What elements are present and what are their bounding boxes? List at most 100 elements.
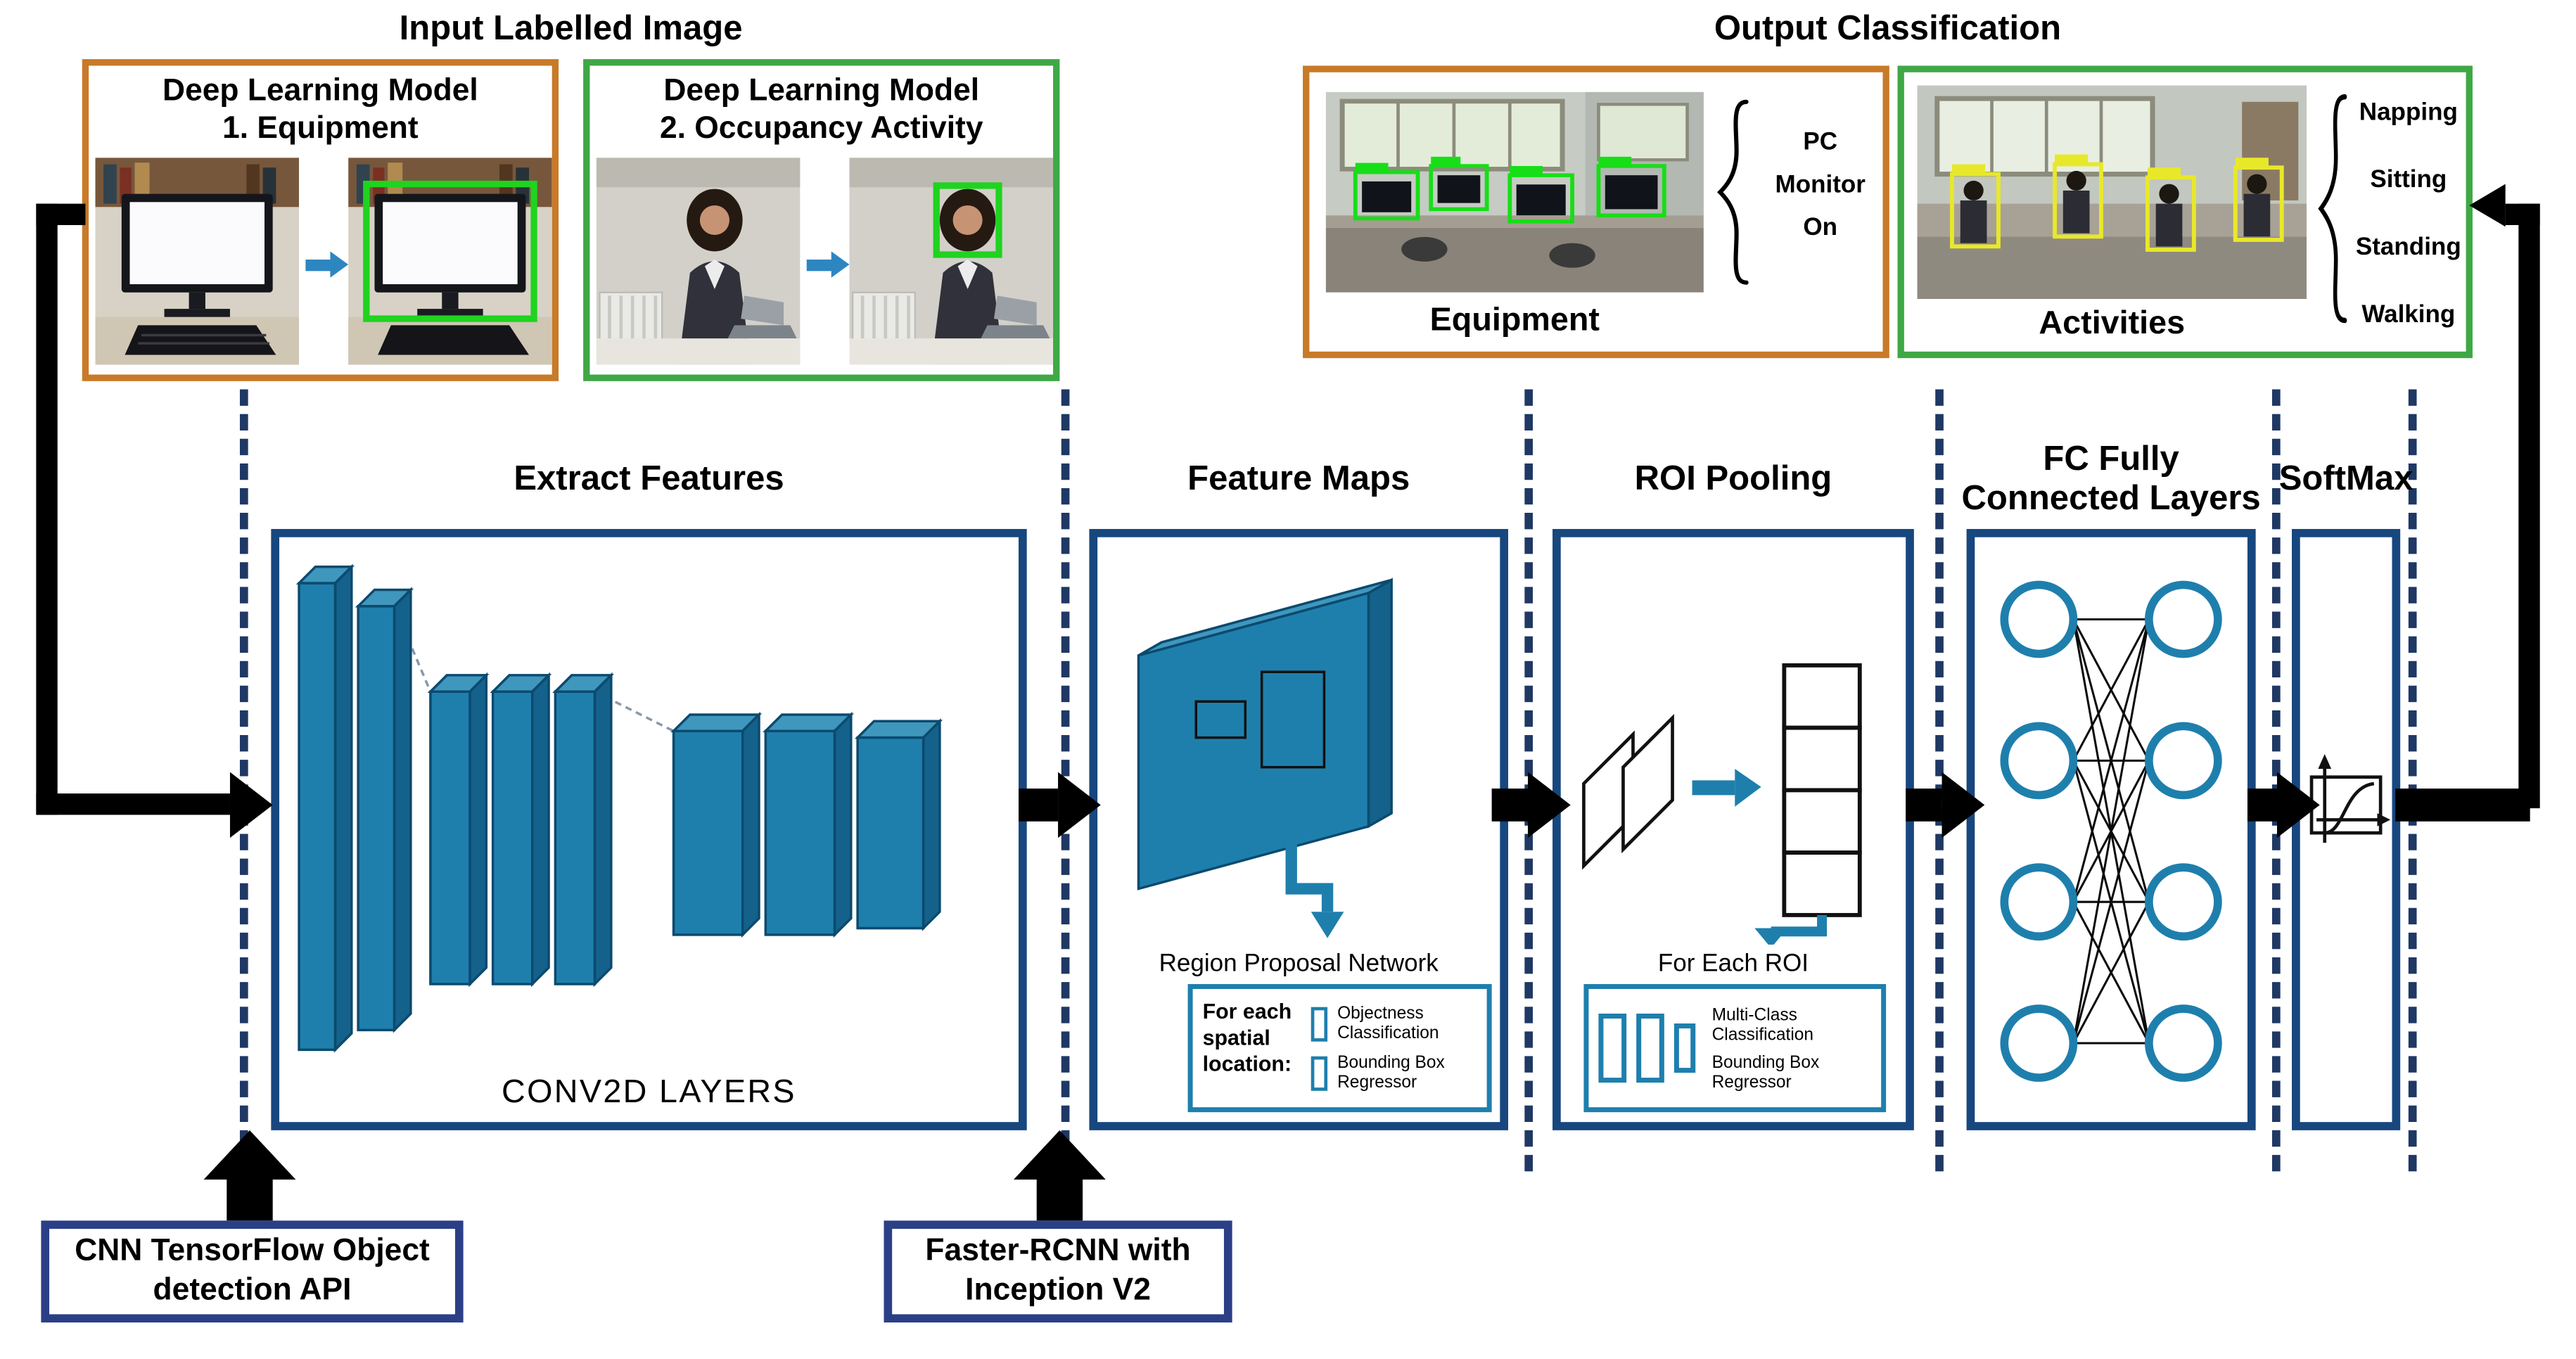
roi-rect-icon bbox=[1598, 1014, 1627, 1083]
occupancy-model-title-line2: 2. Occupancy Activity bbox=[659, 111, 983, 146]
roi-bin-stack bbox=[1782, 663, 1862, 917]
input-flow-line bbox=[36, 203, 58, 815]
fully-connected-graphic bbox=[2000, 580, 2222, 1082]
person-photo-detected bbox=[849, 158, 1054, 365]
bounding-box-green bbox=[363, 180, 537, 322]
cnn-api-line2: detection API bbox=[153, 1273, 352, 1308]
stage-separator-dashed-line bbox=[1935, 389, 1944, 1172]
up-arrow-head bbox=[1014, 1130, 1106, 1180]
roi-rect-icon bbox=[1673, 1023, 1696, 1073]
roi-arrow-head bbox=[1735, 769, 1761, 807]
up-arrow-shaft bbox=[227, 1173, 273, 1224]
for-each-roi-label: For Each ROI bbox=[1657, 949, 1809, 978]
input-equipment-model-box: Deep Learning Model 1. Equipment bbox=[82, 59, 559, 381]
rpn-item-line: Objectness bbox=[1337, 1003, 1424, 1024]
bounding-box-green bbox=[933, 182, 1002, 258]
fc-layers-box bbox=[1966, 529, 2256, 1130]
output-activities-box: Activities Napping Sitting Standing Walk… bbox=[1897, 65, 2473, 359]
anchor-rect-icon bbox=[1311, 1055, 1328, 1090]
flow-arrow-head bbox=[229, 772, 273, 838]
flow-arrow-head bbox=[2277, 772, 2320, 838]
arrow-head-icon bbox=[831, 251, 850, 278]
anchor-rect-icon bbox=[1311, 1006, 1328, 1041]
output-section-title: Output Classification bbox=[1714, 10, 2062, 48]
activities-caption: Activities bbox=[2039, 305, 2186, 342]
input-section-title: Input Labelled Image bbox=[399, 10, 743, 48]
activity-class-line: Walking bbox=[2361, 300, 2456, 329]
roi-pooling-graphic bbox=[1582, 663, 1862, 945]
roi-item-line: Multi-Class bbox=[1711, 1004, 1797, 1025]
roi-elbow-arrow-head bbox=[1754, 928, 1788, 945]
curly-brace-icon bbox=[2318, 94, 2347, 324]
flow-arrow-head bbox=[1058, 772, 1101, 838]
conv2d-layers-label: CONV2D LAYERS bbox=[502, 1074, 796, 1111]
equipment-caption: Equipment bbox=[1429, 302, 1600, 339]
equipment-model-title-line1: Deep Learning Model bbox=[162, 74, 478, 109]
occupancy-model-title-line1: Deep Learning Model bbox=[663, 74, 980, 109]
curly-brace-icon bbox=[1716, 99, 1749, 285]
roi-elbow-arrow bbox=[1771, 914, 1828, 937]
rpn-item-line: Bounding Box bbox=[1337, 1053, 1445, 1073]
fc-title-line1: FC Fully bbox=[2043, 440, 2179, 478]
output-flow-line bbox=[2395, 789, 2530, 822]
roi-item-line: Bounding Box bbox=[1711, 1052, 1820, 1072]
extract-features-title: Extract Features bbox=[514, 459, 784, 498]
neuron-circles bbox=[2000, 580, 2222, 1082]
stage-arrow bbox=[1491, 789, 1529, 822]
input-occupancy-model-box: Deep Learning Model 2. Occupancy Activit… bbox=[583, 59, 1060, 381]
output-equipment-box: Equipment PC Monitor On bbox=[1303, 65, 1889, 359]
roi-item-line: Classification bbox=[1711, 1024, 1814, 1045]
feature-maps-box: Region Proposal Network For each spatial… bbox=[1089, 529, 1508, 1130]
faster-rcnn-line2: Inception V2 bbox=[965, 1273, 1151, 1308]
output-flow-line bbox=[2505, 203, 2540, 225]
rpn-detail-box: For each spatial location: Objectness Cl… bbox=[1187, 983, 1492, 1113]
activity-class-line: Sitting bbox=[2370, 165, 2447, 194]
stage-separator-dashed-line bbox=[2271, 389, 2281, 1172]
roi-detail-box: Multi-Class Classification Bounding Box … bbox=[1583, 983, 1887, 1113]
rpn-left-text: For each spatial location: bbox=[1202, 998, 1292, 1076]
rpn-item-line: Regressor bbox=[1337, 1073, 1417, 1093]
roi-item-line: Regressor bbox=[1711, 1071, 1792, 1092]
arrow-icon bbox=[305, 260, 332, 272]
rpn-item-line: Classification bbox=[1337, 1023, 1439, 1044]
rpn-arrow-head bbox=[1311, 912, 1344, 938]
extract-features-box: CONV2D LAYERS bbox=[271, 529, 1027, 1130]
roi-pooling-title: ROI Pooling bbox=[1634, 459, 1832, 498]
flow-arrow-head bbox=[1528, 772, 1571, 838]
equipment-model-title-line2: 1. Equipment bbox=[222, 111, 419, 146]
conv-layers-graphic bbox=[295, 563, 943, 1053]
equipment-class-line: Monitor bbox=[1775, 170, 1866, 199]
roi-arrow bbox=[1692, 780, 1735, 796]
office-activities-photo bbox=[1917, 85, 2307, 300]
stage-separator-dashed-line bbox=[2408, 389, 2417, 1172]
roi-pooling-box: For Each ROI Multi-Class Classification … bbox=[1552, 529, 1914, 1130]
rpn-arrow bbox=[1285, 843, 1334, 912]
cnn-api-line1: CNN TensorFlow Object bbox=[75, 1233, 430, 1269]
region-proposal-rect bbox=[1194, 700, 1247, 739]
monitor-photo bbox=[95, 158, 300, 365]
feature-map-graphic bbox=[1137, 578, 1393, 938]
region-proposal-rect bbox=[1260, 670, 1326, 769]
flow-arrow-head bbox=[1941, 772, 1985, 838]
detected-monitors bbox=[1353, 156, 1666, 224]
faster-rcnn-note-box: Faster-RCNN with Inception V2 bbox=[884, 1220, 1232, 1323]
stage-arrow bbox=[1019, 789, 1059, 822]
faster-rcnn-line1: Faster-RCNN with bbox=[925, 1233, 1191, 1269]
monitor-photo-detected bbox=[348, 158, 552, 365]
activity-class-line: Napping bbox=[2359, 98, 2458, 127]
up-arrow-shaft bbox=[1036, 1173, 1083, 1224]
equipment-class-line: PC bbox=[1803, 128, 1838, 156]
fc-title-line2: Connected Layers bbox=[1961, 479, 2261, 518]
stage-arrow bbox=[2247, 789, 2278, 822]
cnn-api-note-box: CNN TensorFlow Object detection API bbox=[41, 1220, 464, 1323]
roi-sheet bbox=[1621, 713, 1674, 854]
output-flow-line bbox=[2518, 203, 2540, 809]
up-arrow-head bbox=[203, 1130, 296, 1180]
activity-class-line: Standing bbox=[2355, 233, 2461, 262]
arrow-head-icon bbox=[330, 251, 349, 278]
arrow-icon bbox=[806, 260, 834, 272]
equipment-class-line: On bbox=[1803, 213, 1838, 242]
feature-maps-title: Feature Maps bbox=[1187, 459, 1410, 498]
input-flow-line bbox=[36, 793, 230, 815]
